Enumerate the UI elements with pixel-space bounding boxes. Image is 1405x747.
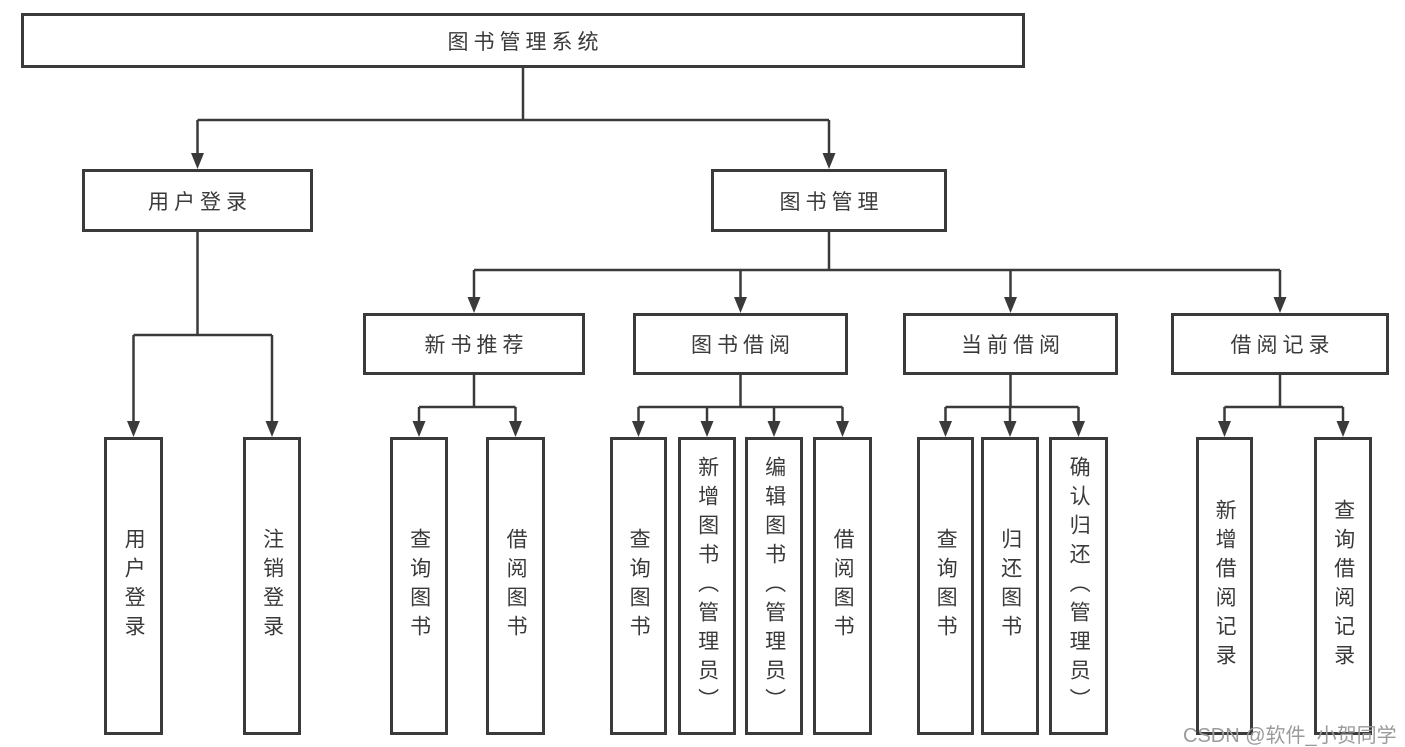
node-label: 注销登录: [260, 528, 284, 644]
node-label: 查询图书: [627, 528, 651, 644]
node-label: 图书管理: [779, 190, 884, 214]
arrowhead-icon: [467, 297, 481, 313]
arrowhead-icon: [767, 421, 781, 437]
node-label: 当前借阅: [961, 334, 1065, 357]
node-leaf-query-borrow-record: 查询借阅记录: [1314, 437, 1372, 735]
arrowhead-icon: [939, 421, 952, 437]
connector-root-to-level2: [196, 68, 831, 155]
node-leaf-confirm-return-admin: 确认归还（管理员）: [1049, 437, 1108, 735]
arrowhead-icon: [836, 421, 849, 437]
connector-borrow-to-children: [637, 375, 844, 423]
connector-management-to-level3: [472, 232, 1282, 299]
node-leaf-edit-books-admin: 编辑图书（管理员）: [745, 437, 803, 735]
node-label: 查询图书: [407, 528, 431, 644]
node-label: 查询图书: [934, 528, 958, 644]
node-label: 借阅图书: [504, 528, 528, 644]
watermark: CSDN @软件_小贺同学: [1183, 725, 1397, 747]
arrowhead-icon: [1004, 297, 1017, 313]
arrowhead-icon: [412, 421, 426, 437]
node-leaf-query-books-borrow: 查询图书: [610, 437, 667, 735]
node-root-system: 图书管理系统: [21, 13, 1025, 68]
arrowhead-icon: [1003, 421, 1017, 437]
arrowheads: [127, 153, 1350, 437]
node-leaf-add-books-admin: 新增图书（管理员）: [678, 437, 736, 735]
connector-records-to-children: [1223, 375, 1345, 423]
node-leaf-borrow-books: 借阅图书: [813, 437, 872, 735]
node-user-login: 用户登录: [82, 169, 313, 232]
arrowhead-icon: [509, 421, 522, 437]
connector-recommend-to-children: [417, 375, 517, 423]
arrowhead-icon: [191, 153, 204, 169]
arrowhead-icon: [1336, 421, 1350, 437]
node-label: 归还图书: [998, 528, 1022, 644]
arrowhead-icon: [1273, 297, 1287, 313]
arrowhead-icon: [1072, 421, 1085, 437]
node-label: 借阅记录: [1230, 334, 1335, 357]
node-label: 查询借阅记录: [1331, 499, 1355, 673]
node-current-borrow: 当前借阅: [903, 313, 1118, 375]
node-label: 用户登录: [122, 528, 146, 644]
node-label: 用户登录: [148, 190, 252, 214]
node-label: 图书管理系统: [447, 30, 604, 54]
arrowhead-icon: [700, 421, 714, 437]
connector-login-to-children: [132, 232, 274, 423]
arrowhead-icon: [632, 421, 645, 437]
node-leaf-add-borrow-record: 新增借阅记录: [1196, 437, 1253, 735]
node-leaf-user-login: 用户登录: [104, 437, 163, 735]
node-book-management: 图书管理: [711, 169, 947, 232]
node-leaf-query-books-recommend: 查询图书: [390, 437, 448, 735]
node-new-book-recommend: 新书推荐: [363, 313, 585, 375]
arrowhead-icon: [734, 297, 747, 313]
node-label: 新增图书（管理员）: [695, 455, 719, 717]
node-borrow-records: 借阅记录: [1171, 313, 1389, 375]
arrowhead-icon: [822, 153, 836, 169]
node-leaf-logout: 注销登录: [243, 437, 301, 735]
node-book-borrow: 图书借阅: [633, 313, 848, 375]
node-label: 确认归还（管理员）: [1067, 455, 1091, 717]
arrowhead-icon: [1218, 421, 1231, 437]
node-label: 图书借阅: [691, 334, 795, 357]
arrowhead-icon: [265, 421, 279, 437]
node-label: 新增借阅记录: [1213, 499, 1237, 673]
node-leaf-return-books: 归还图书: [981, 437, 1039, 735]
node-leaf-borrow-books-recommend: 借阅图书: [486, 437, 545, 735]
arrowhead-icon: [127, 421, 140, 437]
node-label: 编辑图书（管理员）: [762, 455, 786, 717]
node-leaf-query-books-current: 查询图书: [917, 437, 974, 735]
connector-current-to-children: [944, 375, 1080, 423]
node-label: 借阅图书: [831, 528, 855, 644]
node-label: 新书推荐: [424, 334, 529, 357]
